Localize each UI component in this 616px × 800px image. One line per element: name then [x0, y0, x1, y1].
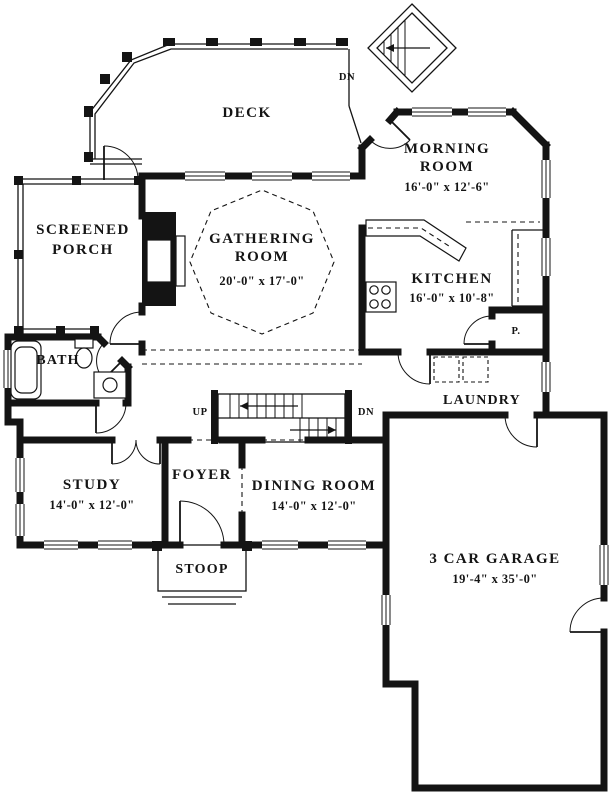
window [541, 362, 551, 392]
washer [433, 356, 460, 383]
laundry-label: LAUNDRY [443, 393, 521, 408]
window [468, 107, 506, 117]
deck-stairs-down-label: DN [339, 72, 355, 83]
bath-fixtures [10, 338, 127, 400]
door-front-entry [179, 500, 225, 546]
screened-porch-label-1: SCREENED [36, 222, 130, 238]
door-hall-to-laundry [397, 351, 431, 385]
bath-label: BATH [36, 353, 79, 368]
morning-room-label-2: ROOM [420, 159, 474, 175]
door-deck-to-morning [369, 119, 411, 149]
door-study-right [135, 439, 161, 465]
doors [95, 119, 605, 633]
kitchen-dims: 16'-0" x 10'-8" [409, 291, 494, 305]
gathering-room-dims: 20'-0" x 17'-0" [219, 274, 304, 288]
window [328, 540, 366, 550]
window [15, 458, 25, 492]
door-gathering-to-porch [109, 311, 143, 345]
kitchen-fixtures [365, 219, 546, 313]
labels: DECK MORNING ROOM 16'-0" x 12'-6" SCREEN… [36, 72, 560, 586]
gathering-room-label-2: ROOM [235, 249, 289, 265]
window [312, 171, 350, 181]
vanity-sink [93, 371, 127, 399]
window [262, 540, 298, 550]
door-porch-to-deck [103, 145, 139, 181]
window [98, 540, 132, 550]
stairs-down-label: DN [358, 407, 374, 418]
window [541, 160, 551, 198]
door-garage-service [569, 597, 605, 633]
stairs-up-label: UP [193, 407, 208, 418]
fireplace [142, 212, 186, 306]
deck-label: DECK [222, 105, 271, 121]
window [15, 504, 25, 536]
pantry-label: P. [511, 326, 520, 337]
walls [4, 107, 608, 792]
cooktop [365, 281, 397, 313]
door-hall-closet [95, 402, 127, 434]
interior-stairs [211, 390, 352, 444]
door-pantry [463, 315, 493, 345]
window [185, 171, 225, 181]
study-dims: 14'-0" x 12'-0" [49, 498, 134, 512]
kitchen-counter [511, 229, 546, 307]
window [252, 171, 292, 181]
gathering-room-label-1: GATHERING [209, 231, 315, 247]
window [412, 107, 452, 117]
toilet [74, 338, 94, 369]
windows [3, 107, 609, 625]
door-laundry-to-garage [504, 414, 538, 448]
window [381, 595, 391, 625]
gathering-ceiling-octagon [189, 189, 335, 335]
deck-posts [84, 38, 348, 162]
window [599, 545, 609, 585]
morning-room-label-1: MORNING [404, 141, 490, 157]
screened-porch-label-2: PORCH [52, 242, 114, 258]
stoop-label: STOOP [175, 562, 228, 577]
stoop [152, 541, 252, 605]
kitchen-label: KITCHEN [411, 271, 492, 287]
window [44, 540, 78, 550]
garage-dims: 19'-4" x 35'-0" [452, 572, 537, 586]
dining-room-dims: 14'-0" x 12'-0" [271, 499, 356, 513]
ceiling-dashes [142, 189, 362, 515]
foyer-label: FOYER [172, 467, 232, 483]
dining-room-label: DINING ROOM [252, 478, 376, 494]
door-study-left [111, 439, 137, 465]
island-counter [365, 219, 467, 262]
deck [84, 38, 362, 165]
laundry-fixtures [433, 356, 489, 383]
window [541, 238, 551, 276]
dryer [462, 356, 489, 383]
exterior-stair [367, 3, 457, 93]
bathtub [10, 340, 42, 400]
study-label: STUDY [63, 477, 121, 493]
garage-label: 3 CAR GARAGE [429, 551, 560, 567]
morning-room-dims: 16'-0" x 12'-6" [404, 180, 489, 194]
